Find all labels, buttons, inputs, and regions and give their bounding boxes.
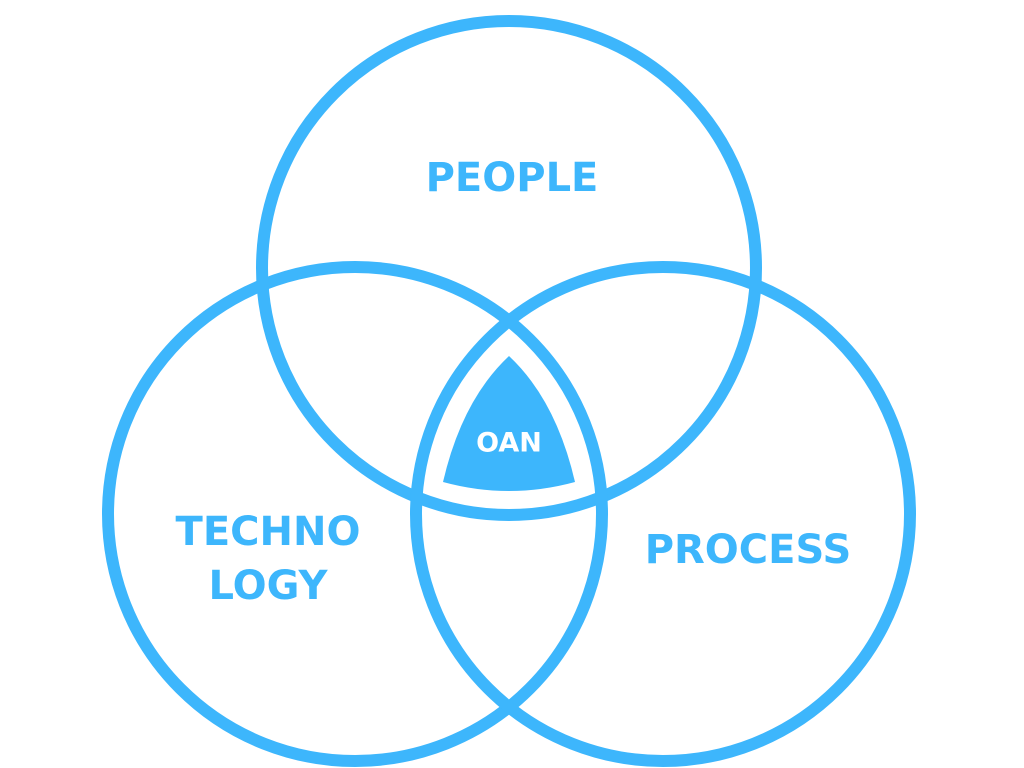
process-label: PROCESS: [645, 527, 852, 573]
people-circle: [256, 15, 762, 521]
technology-label-line-1: TECHNO: [176, 509, 361, 555]
center-region: [443, 356, 575, 491]
technology-circle: [102, 261, 608, 767]
center-label: OAN: [476, 428, 542, 459]
process-circle: [410, 261, 916, 767]
center-triangle: [443, 356, 575, 491]
technology-label-line-2: LOGY: [209, 563, 329, 609]
people-label: PEOPLE: [426, 155, 599, 201]
